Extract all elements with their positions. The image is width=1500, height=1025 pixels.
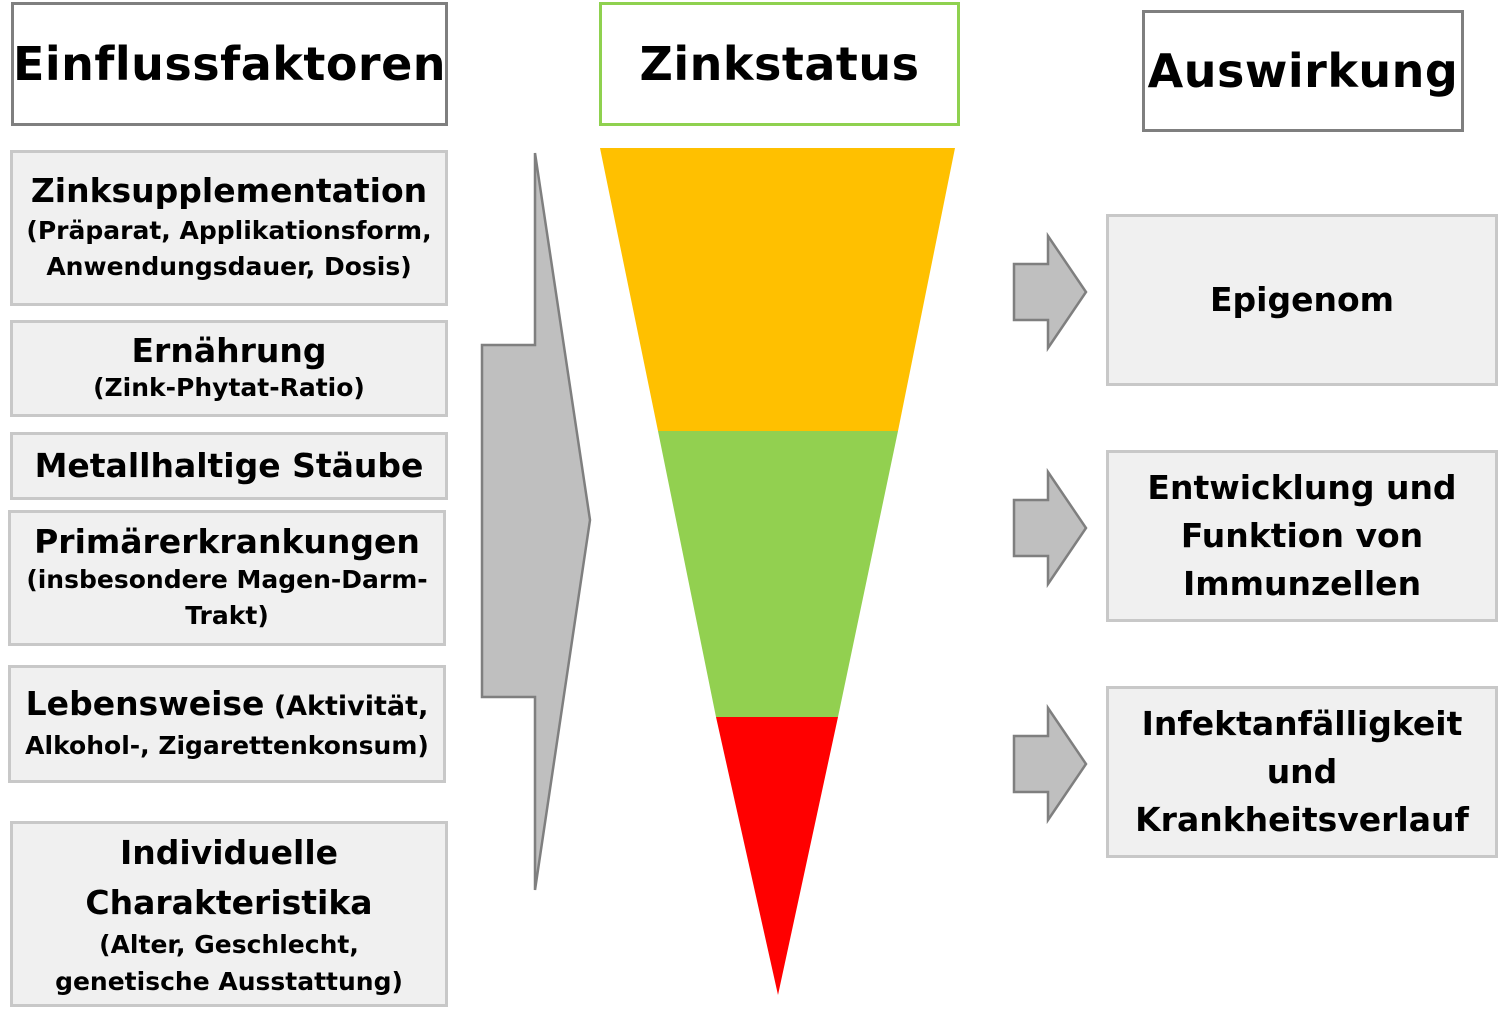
factor-title: Zinksupplementation bbox=[30, 170, 428, 210]
output-arrow-immunzellen bbox=[1012, 467, 1088, 589]
input-arrow bbox=[480, 152, 592, 891]
factor-detail-inline: (Aktivität, bbox=[264, 691, 429, 723]
factor-detail: genetische Ausstattung) bbox=[55, 966, 403, 996]
effect-line: Epigenom bbox=[1209, 280, 1395, 320]
factor-title: Lebensweise bbox=[25, 684, 265, 724]
factor-metallhaltige-staeube: Metallhaltige Stäube bbox=[10, 432, 448, 500]
effect-line: Immunzellen bbox=[1182, 563, 1422, 603]
factor-title-row: Lebensweise (Aktivität, bbox=[26, 684, 429, 724]
funnel-segment-bottom bbox=[716, 717, 838, 995]
effect-line: Infektanfälligkeit bbox=[1141, 704, 1463, 744]
factor-detail: Alkohol-, Zigarettenkonsum) bbox=[25, 730, 429, 760]
effect-epigenom: Epigenom bbox=[1106, 214, 1498, 386]
factor-detail: Anwendungsdauer, Dosis) bbox=[46, 251, 412, 281]
header-einflussfaktoren: Einflussfaktoren bbox=[11, 2, 448, 126]
header-left-label: Einflussfaktoren bbox=[12, 37, 447, 91]
effect-line: Funktion von bbox=[1180, 516, 1424, 556]
header-zinkstatus: Zinkstatus bbox=[599, 2, 960, 126]
factor-title: Ernährung bbox=[131, 330, 327, 370]
effect-immunzellen: Entwicklung und Funktion von Immunzellen bbox=[1106, 450, 1498, 622]
effect-line: Entwicklung und bbox=[1147, 468, 1457, 508]
output-arrow-infektanfaelligkeit bbox=[1012, 703, 1088, 825]
factor-detail: Trakt) bbox=[185, 600, 269, 630]
factor-ernaehrung: Ernährung (Zink-Phytat-Ratio) bbox=[10, 320, 448, 417]
factor-detail: (Präparat, Applikationsform, bbox=[26, 215, 432, 245]
header-right-label: Auswirkung bbox=[1147, 44, 1459, 98]
factor-title: Individuelle bbox=[119, 833, 339, 873]
header-auswirkung: Auswirkung bbox=[1142, 10, 1464, 132]
factor-primaererkrankungen: Primärerkrankungen (insbesondere Magen-D… bbox=[8, 510, 446, 646]
header-center-label: Zinkstatus bbox=[639, 37, 920, 91]
factor-title: Metallhaltige Stäube bbox=[34, 446, 424, 486]
factor-title: Charakteristika bbox=[85, 882, 373, 922]
factor-individuelle-charakteristika: Individuelle Charakteristika (Alter, Ges… bbox=[10, 821, 448, 1007]
effect-infektanfaelligkeit: Infektanfälligkeit und Krankheitsverlauf bbox=[1106, 686, 1498, 858]
output-arrow-epigenom bbox=[1012, 231, 1088, 353]
factor-zinksupplementation: Zinksupplementation (Präparat, Applikati… bbox=[10, 150, 448, 306]
factor-detail: (Alter, Geschlecht, bbox=[99, 930, 359, 960]
factor-detail: (insbesondere Magen-Darm- bbox=[26, 564, 428, 594]
effect-line: und bbox=[1266, 752, 1338, 792]
factor-detail: (Zink-Phytat-Ratio) bbox=[93, 373, 365, 403]
funnel-segment-middle bbox=[658, 431, 898, 717]
factor-title: Primärerkrankungen bbox=[34, 521, 420, 561]
factor-lebensweise: Lebensweise (Aktivität, Alkohol-, Zigare… bbox=[8, 665, 446, 783]
funnel-segment-top bbox=[600, 148, 955, 431]
effect-line: Krankheitsverlauf bbox=[1135, 799, 1469, 839]
